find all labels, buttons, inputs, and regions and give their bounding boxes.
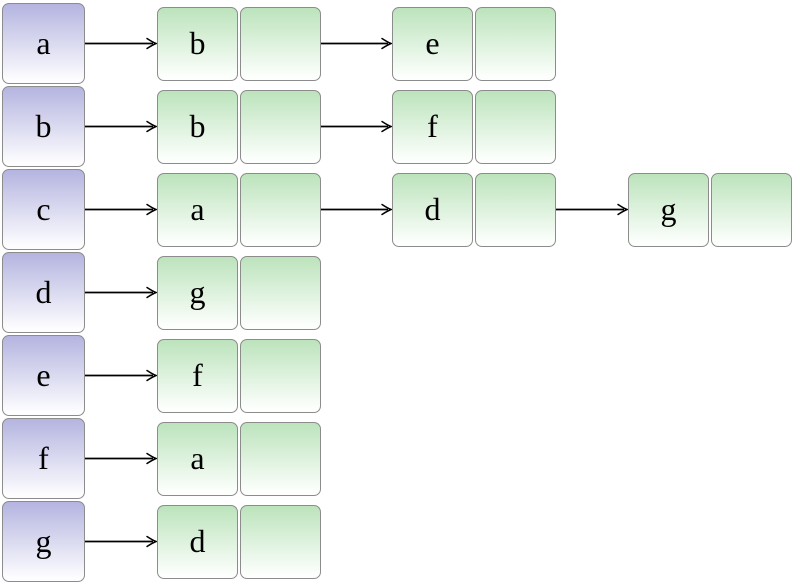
node-value-cell: g	[157, 255, 238, 330]
node-value-label: d	[189, 522, 206, 559]
node-value-cell: f	[392, 89, 473, 164]
list-head-cell: d	[2, 252, 85, 333]
node-pointer-cell	[475, 89, 556, 164]
node-pointer-cell	[711, 172, 792, 247]
node-value-label: e	[425, 24, 440, 61]
list-head-cell: b	[2, 86, 85, 167]
list-head-cell: c	[2, 169, 85, 250]
node-pointer-cell	[240, 504, 321, 579]
node-value-cell: f	[157, 338, 238, 413]
node-value-cell: b	[157, 6, 238, 81]
node-value-cell: d	[392, 172, 473, 247]
node-value-label: f	[427, 107, 438, 144]
node-value-cell: b	[157, 89, 238, 164]
node-pointer-cell	[240, 89, 321, 164]
list-head-cell: a	[2, 3, 85, 84]
node-value-label: a	[190, 190, 205, 227]
node-value-label: g	[660, 190, 677, 227]
list-head-cell: f	[2, 418, 85, 499]
list-head-cell: g	[2, 501, 85, 582]
node-pointer-cell	[475, 6, 556, 81]
node-value-cell: e	[392, 6, 473, 81]
node-pointer-cell	[240, 338, 321, 413]
node-value-cell: d	[157, 504, 238, 579]
node-value-label: f	[192, 356, 203, 393]
node-value-cell: a	[157, 172, 238, 247]
node-pointer-cell	[240, 421, 321, 496]
node-pointer-cell	[240, 172, 321, 247]
head-label: a	[36, 24, 51, 61]
node-value-cell: a	[157, 421, 238, 496]
head-label: e	[36, 356, 51, 393]
node-pointer-cell	[240, 6, 321, 81]
head-label: f	[38, 439, 49, 476]
node-value-label: b	[189, 24, 206, 61]
list-head-cell: e	[2, 335, 85, 416]
node-value-label: g	[189, 273, 206, 310]
node-value-label: a	[190, 439, 205, 476]
node-value-label: d	[424, 190, 441, 227]
node-pointer-cell	[475, 172, 556, 247]
head-label: c	[36, 190, 51, 227]
node-value-cell: g	[628, 172, 709, 247]
head-label: d	[35, 273, 52, 310]
head-label: b	[35, 107, 52, 144]
head-label: g	[35, 522, 52, 559]
node-pointer-cell	[240, 255, 321, 330]
node-value-label: b	[189, 107, 206, 144]
